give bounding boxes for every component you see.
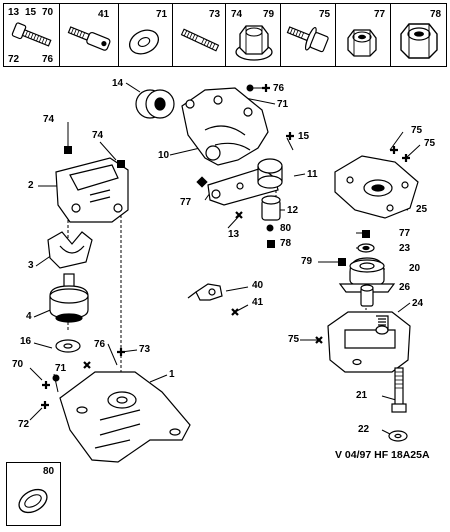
label-80: 80 — [43, 466, 55, 477]
callout-74-left: 74 — [43, 114, 55, 125]
callout-72: 72 — [18, 419, 30, 430]
callout-74-right: 74 — [92, 130, 104, 141]
callout-79: 79 — [301, 256, 313, 267]
label-76: 76 — [42, 54, 54, 65]
threaded-rod-icon — [180, 28, 220, 52]
callout-13: 13 — [228, 229, 240, 240]
hardware-box-threaded-rod: 73 — [172, 3, 226, 67]
callout-11: 11 — [307, 169, 318, 180]
part-11-link-arm — [207, 158, 283, 206]
callout-71-lower: 71 — [55, 363, 67, 374]
part-16-washer — [55, 339, 81, 353]
part-2-mounting-bracket — [55, 157, 129, 223]
square-marker — [117, 160, 125, 168]
inset-box-80: 80 — [6, 462, 61, 526]
part-25-cover-plate — [334, 155, 419, 219]
part-40-clip — [187, 283, 223, 301]
callout-75-right: 75 — [424, 138, 436, 149]
callout-76: 76 — [273, 83, 285, 94]
dot-marker — [246, 84, 254, 92]
label-77: 77 — [374, 9, 386, 20]
square-marker — [196, 176, 208, 188]
label-13: 13 — [8, 7, 20, 18]
callout-24: 24 — [412, 298, 424, 309]
hardware-box-lock-nut-large: 78 — [390, 3, 447, 67]
large-lock-nut-icon — [400, 23, 438, 59]
lock-nut-icon — [347, 29, 377, 57]
hardware-box-washer: 71 — [118, 3, 173, 67]
callout-22: 22 — [358, 424, 370, 435]
callout-73: 73 — [139, 344, 151, 355]
part-14-silentblock — [135, 89, 175, 119]
hardware-box-flange-nut: 74 79 — [225, 3, 281, 67]
callout-10: 10 — [158, 150, 170, 161]
callout-77: 77 — [180, 197, 192, 208]
flange-nut-icon — [235, 25, 273, 61]
callout-4: 4 — [26, 311, 32, 322]
callout-23: 23 — [399, 243, 411, 254]
hardware-box-flange-bolt: 75 — [280, 3, 336, 67]
label-79: 79 — [263, 9, 275, 20]
callout-75-lower: 75 — [288, 334, 300, 345]
hardware-box-bolt: 13 15 70 72 76 — [3, 3, 60, 67]
label-73: 73 — [209, 9, 221, 20]
callout-16: 16 — [20, 336, 32, 347]
callout-20: 20 — [409, 263, 421, 274]
callout-76-lower: 76 — [94, 339, 106, 350]
square-marker — [362, 230, 370, 238]
label-41: 41 — [98, 9, 110, 20]
washer-icon — [128, 29, 160, 55]
part-21-stud — [391, 367, 407, 413]
dot-marker — [266, 224, 274, 232]
callout-2: 2 — [28, 180, 34, 191]
label-15: 15 — [25, 7, 37, 18]
part-12-bushing — [261, 195, 281, 221]
callout-14: 14 — [112, 78, 124, 89]
label-72: 72 — [8, 54, 20, 65]
bolt-icon — [11, 22, 52, 47]
part-20-mount — [338, 257, 396, 293]
callout-80: 80 — [280, 223, 292, 234]
callout-78: 78 — [280, 238, 292, 249]
square-marker — [338, 258, 346, 266]
callout-26: 26 — [399, 282, 411, 293]
callout-77-right: 77 — [399, 228, 411, 239]
part-23-washer — [357, 243, 375, 253]
label-74: 74 — [231, 9, 243, 20]
hardware-box-lock-nut-small: 77 — [335, 3, 391, 67]
part-4-engine-mount — [49, 273, 89, 323]
part-22-washer — [388, 430, 408, 442]
callout-40: 40 — [252, 280, 264, 291]
square-marker — [64, 146, 72, 154]
drawing-reference-code: V 04/97 HF 18A25A — [335, 449, 430, 461]
callout-41: 41 — [252, 297, 264, 308]
label-70: 70 — [42, 7, 54, 18]
hardware-reference-row: 13 15 70 72 76 41 — [3, 3, 447, 67]
part-1-lower-support — [59, 371, 191, 463]
part-26-spacer — [360, 284, 374, 307]
label-75: 75 — [319, 9, 331, 20]
callout-12: 12 — [287, 205, 299, 216]
callout-21: 21 — [356, 390, 368, 401]
dot-marker — [52, 374, 60, 382]
ring-washer-icon — [18, 488, 48, 514]
callout-71: 71 — [277, 99, 289, 110]
square-marker — [267, 240, 275, 248]
callout-3: 3 — [28, 260, 34, 271]
callout-15: 15 — [298, 131, 310, 142]
part-3-stop-cradle — [47, 231, 93, 269]
callout-1: 1 — [169, 369, 175, 380]
stud-icon — [67, 26, 111, 51]
callout-75-upper: 75 — [411, 125, 423, 136]
flange-bolt-icon — [286, 26, 329, 53]
part-24-lower-bracket — [327, 311, 411, 373]
callout-25: 25 — [416, 204, 428, 215]
part-10-upper-bracket — [181, 87, 269, 166]
label-71: 71 — [156, 9, 168, 20]
label-78: 78 — [430, 9, 442, 20]
callout-70: 70 — [12, 359, 24, 370]
